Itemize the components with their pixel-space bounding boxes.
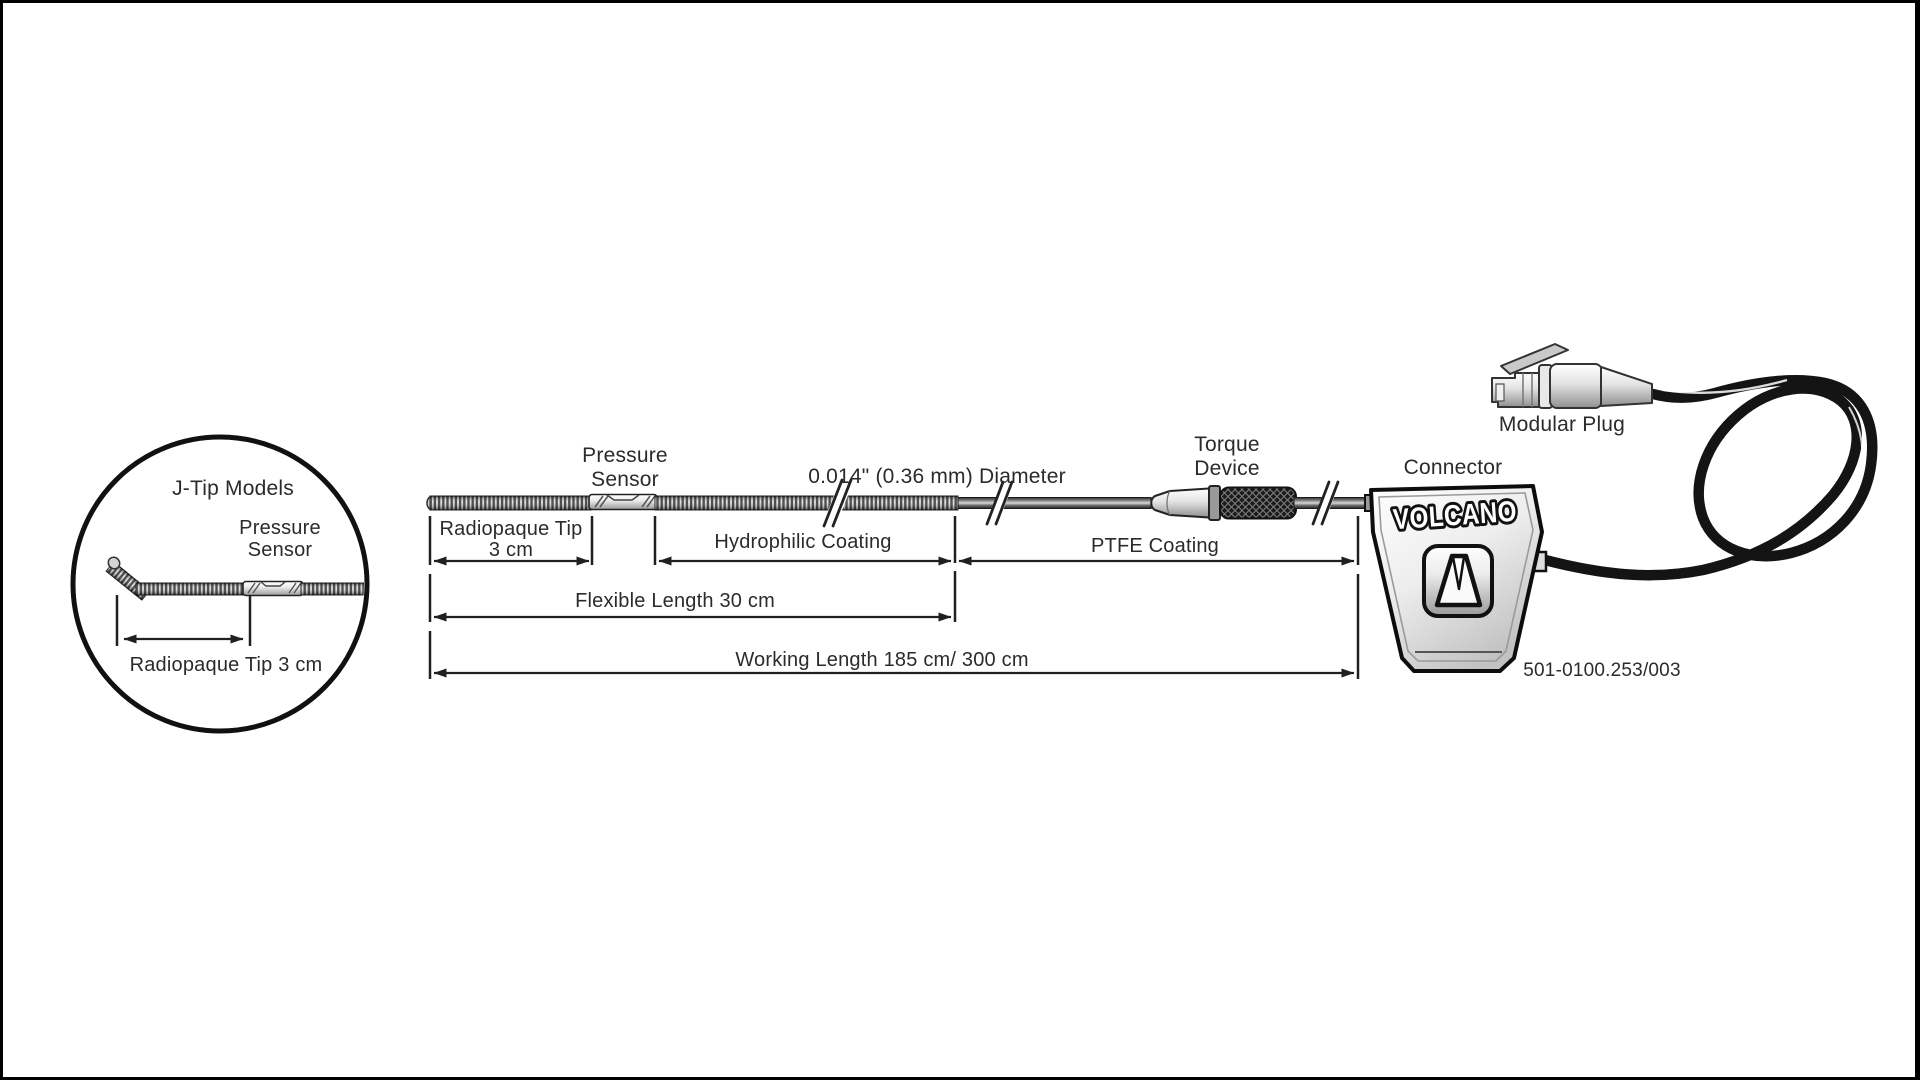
plug-latch (1500, 343, 1569, 375)
inset-circle (70, 434, 370, 734)
pressure-sensor-label: Pressure Sensor (582, 444, 668, 491)
torque-device-label: Torque Device (1194, 433, 1260, 480)
j-tip-ball (107, 556, 121, 570)
plug-boot (1549, 363, 1603, 409)
modular-plug-label: Modular Plug (1498, 413, 1626, 436)
working-length-label: Working Length 185 cm/ 300 cm (735, 649, 1029, 671)
j-tip-wire (105, 556, 364, 601)
inset-pressure-sensor-label: Pressure Sensor (239, 517, 321, 561)
flexible-length-label: Flexible Length 30 cm (575, 590, 775, 612)
modular-plug-graphic (1491, 343, 1653, 409)
volcano-icon (1422, 544, 1494, 618)
pressure-sensor-housing (588, 493, 658, 511)
torque-device-graphic (1150, 485, 1297, 521)
dimension-lines (428, 516, 1360, 679)
inset-title: J-Tip Models (172, 477, 294, 500)
inset-radiopaque-dimension-label: Radiopaque Tip 3 cm (129, 654, 323, 676)
radiopaque-dimension-label: Radiopaque Tip 3 cm (439, 518, 583, 561)
torque-grip (1219, 486, 1297, 520)
connector-label: Connector (1403, 456, 1503, 479)
ptfe-coating-label: PTFE Coating (1090, 535, 1220, 557)
main-guidewire (426, 473, 1379, 533)
diameter-label: 0.014" (0.36 mm) Diameter (808, 465, 1066, 488)
guidewire-diagram-graphics: VOLCANO (70, 343, 1878, 734)
inset-dimension (115, 595, 252, 646)
connector-graphic: VOLCANO (1364, 484, 1548, 673)
hydrophilic-coating-label: Hydrophilic Coating (714, 531, 892, 553)
part-number: 501-0100.253/003 (1523, 660, 1681, 681)
break-marks (822, 473, 1340, 533)
cable (1539, 374, 1878, 581)
